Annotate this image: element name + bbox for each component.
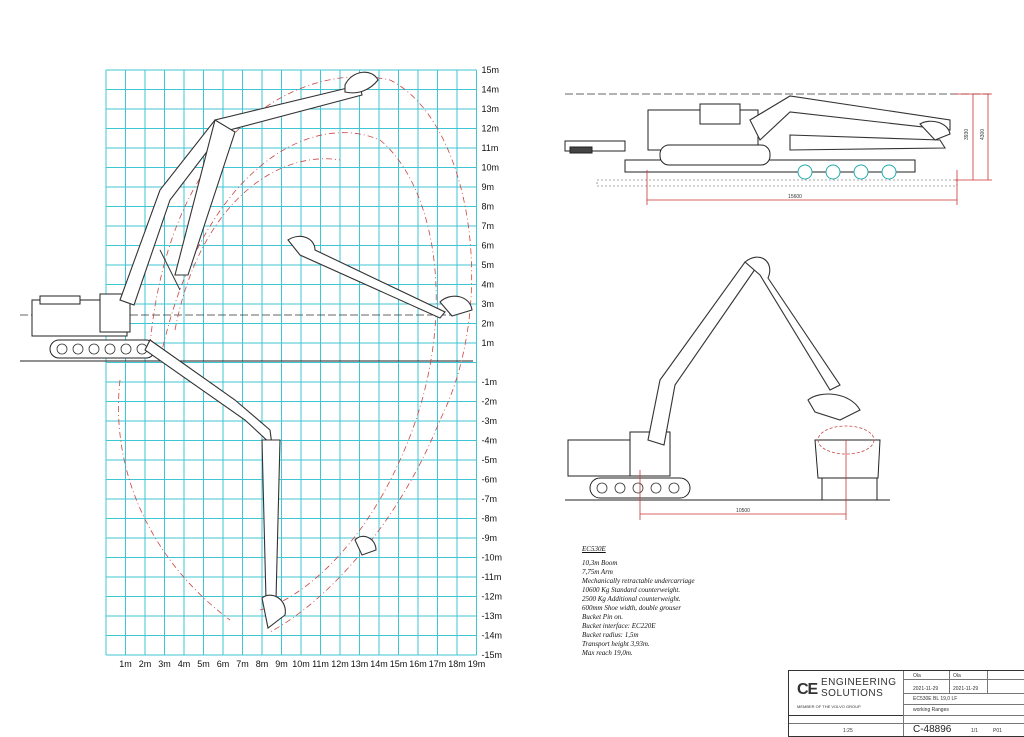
spec-line: 600mm Shoe width, double grouser (582, 604, 682, 612)
y-tick-label: -15m (482, 650, 503, 660)
date-a: 2021-11-29 (913, 686, 939, 692)
x-tick-label: 7m (236, 659, 249, 669)
x-tick-label: 2m (139, 659, 152, 669)
y-tick-label: 2m (482, 319, 495, 329)
y-tick-label: -10m (482, 553, 503, 563)
sheet-number: 1/1 (971, 728, 978, 734)
x-tick-label: 14m (370, 659, 388, 669)
x-tick-label: 10m (292, 659, 310, 669)
y-tick-label: -11m (482, 572, 502, 582)
spec-line: 10600 Kg Standard counterweight. (582, 586, 681, 594)
scale: 1:25 (843, 728, 853, 734)
spec-line: Bucket Pin on. (582, 613, 624, 621)
y-tick-label: 3m (482, 299, 495, 309)
x-tick-label: 18m (448, 659, 466, 669)
spec-line: Transport height 3,93m. (582, 640, 650, 648)
spec-line: 2500 Kg Additional counterweight. (582, 595, 681, 603)
y-tick-label: -2m (482, 397, 498, 407)
y-tick-label: 11m (482, 143, 499, 153)
y-tick-label: 6m (482, 241, 495, 251)
x-tick-label: 6m (217, 659, 230, 669)
transport-length-dimension: 15600 (788, 194, 802, 200)
model-name: EC530E BL 19,0 LF (913, 696, 958, 702)
y-axis-ticks: 15m 14m 13m 12m 11m 10m 9m 8m 7m 6m 5m 4m 3m 2m 1m -1m -… (482, 65, 503, 660)
working-view: 10500 (565, 256, 890, 520)
y-tick-label: 8m (482, 202, 495, 212)
drawing-description: working Ranges (913, 707, 949, 713)
y-tick-label: -14m (482, 631, 503, 641)
y-tick-label: -12m (482, 592, 503, 602)
x-tick-label: 19m (468, 659, 486, 669)
x-tick-label: 3m (158, 659, 171, 669)
author-a: Ola (913, 673, 921, 679)
spec-line: Mechanically retractable undercarriage (582, 577, 695, 585)
drawing-number: C-48896 (913, 724, 952, 735)
y-tick-label: 15m (482, 65, 500, 75)
y-tick-label: 10m (482, 163, 500, 173)
x-tick-label: 16m (409, 659, 427, 669)
x-tick-label: 5m (197, 659, 210, 669)
title-block: CE ENGINEERING SOLUTIONS MEMBER OF THE V… (788, 670, 1024, 737)
company-tagline: MEMBER OF THE VOLVO GROUP (797, 704, 861, 709)
y-tick-label: 12m (482, 124, 500, 134)
y-tick-label: -8m (482, 514, 498, 524)
transport-view: 15600 3930 4300 (564, 93, 992, 205)
spec-line: Bucket radius: 1,5m (582, 631, 639, 639)
excavator-side-view (31, 293, 156, 359)
spec-line: Max reach 19,0m. (582, 649, 633, 657)
boom-pose-high (119, 71, 379, 306)
y-tick-label: -5m (482, 455, 498, 465)
logo-mark: CE (797, 681, 818, 698)
y-tick-label: -6m (482, 475, 498, 485)
transport-height-dimension: 3930 (964, 129, 970, 140)
boom-pose-deep (144, 339, 377, 629)
y-tick-label: -9m (482, 533, 498, 543)
working-span-dimension: 10500 (736, 508, 750, 514)
y-tick-label: 1m (482, 338, 495, 348)
spec-line: 7,75m Arm (582, 568, 613, 576)
x-tick-label: 8m (256, 659, 269, 669)
spec-line: Bucket interface: EC220E (582, 622, 656, 630)
y-tick-label: 5m (482, 260, 495, 270)
spec-line: 10,3m Boom (582, 559, 618, 567)
x-tick-label: 1m (119, 659, 132, 669)
x-tick-label: 11m (312, 659, 329, 669)
y-tick-label: -1m (482, 377, 498, 387)
boom-pose-mid (287, 235, 473, 319)
y-tick-label: 9m (482, 182, 495, 192)
x-tick-label: 15m (390, 659, 408, 669)
author-b: Ola (953, 673, 961, 679)
spec-notes: EC530E 10,3m Boom 7,75m Arm Mechanically… (582, 545, 772, 658)
y-tick-label: 7m (482, 221, 495, 231)
grid (105, 69, 477, 656)
transport-height-dimension-2: 4300 (980, 129, 986, 140)
x-tick-label: 9m (275, 659, 288, 669)
y-tick-label: -3m (482, 416, 498, 426)
reach-envelope (118, 76, 472, 633)
company-name: ENGINEERING SOLUTIONS (821, 677, 897, 699)
y-tick-label: -4m (482, 436, 498, 446)
date-b: 2021-11-29 (953, 686, 979, 692)
spec-title: EC530E (582, 545, 606, 553)
company-logo: CE ENGINEERING SOLUTIONS MEMBER OF THE V… (789, 671, 904, 716)
y-tick-label: 13m (482, 104, 500, 114)
y-tick-label: 4m (482, 280, 495, 290)
x-tick-label: 17m (429, 659, 447, 669)
y-tick-label: 14m (482, 85, 500, 95)
revision: P01 (993, 728, 1002, 734)
x-tick-label: 13m (351, 659, 369, 669)
y-tick-label: -7m (482, 494, 498, 504)
x-tick-label: 4m (178, 659, 191, 669)
x-tick-label: 12m (331, 659, 349, 669)
y-tick-label: -13m (482, 611, 503, 621)
